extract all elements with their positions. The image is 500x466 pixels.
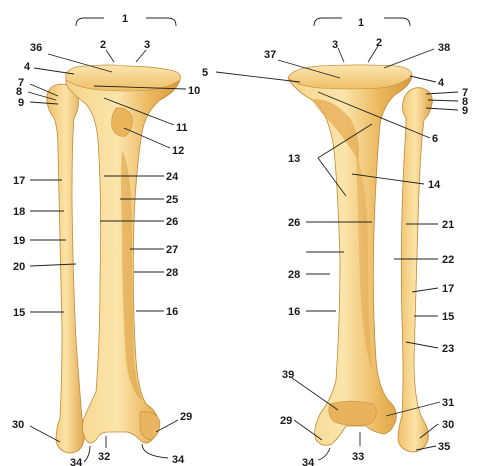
tibia-posterior-condyles (287, 64, 413, 90)
label-16-left: 16 (166, 306, 178, 318)
label-13: 13 (288, 153, 300, 165)
label-15-left: 15 (13, 307, 25, 319)
label-37: 37 (264, 49, 276, 61)
label-11: 11 (176, 122, 188, 134)
label-27: 27 (166, 244, 178, 256)
label-7-right: 7 (462, 87, 468, 99)
label-21: 21 (442, 219, 454, 231)
label-1-right: 1 (358, 17, 364, 29)
label-3-right: 3 (332, 39, 338, 51)
label-4-right: 4 (438, 77, 445, 89)
medial-malleolus-left (139, 411, 161, 441)
label-31: 31 (442, 397, 454, 409)
label-17-left: 17 (13, 175, 25, 187)
bracket-right-view (313, 17, 411, 27)
label-29-left: 29 (180, 411, 192, 423)
label-20: 20 (13, 261, 25, 273)
tibial-tuberosity (111, 107, 133, 137)
label-34-left: 34 (70, 457, 83, 466)
labels: 1 1 36 2 3 4 5 7 8 9 10 11 12 17 18 19 2… (12, 13, 468, 466)
label-19: 19 (13, 235, 25, 247)
label-14: 14 (428, 179, 441, 191)
leader-lines (27, 45, 459, 463)
tibia-anterior-shaft-shade (121, 150, 142, 400)
label-32: 32 (98, 451, 110, 463)
label-28-left: 28 (166, 267, 178, 279)
label-30-right: 30 (442, 419, 454, 431)
label-18: 18 (13, 206, 25, 218)
label-22: 22 (442, 254, 454, 266)
label-28-right: 28 (288, 269, 300, 281)
label-34-right: 34 (302, 457, 315, 466)
label-1-left: 1 (122, 13, 128, 25)
label-9-right: 9 (462, 105, 468, 117)
label-24: 24 (166, 171, 179, 183)
label-25: 25 (166, 194, 178, 206)
label-23: 23 (442, 343, 454, 355)
label-12: 12 (172, 145, 184, 157)
label-8-left: 8 (16, 86, 22, 98)
label-26-right: 26 (288, 217, 300, 229)
malleolar-groove (328, 400, 377, 426)
label-33: 33 (352, 451, 364, 463)
label-38: 38 (438, 42, 450, 54)
soleal-line-ridge (312, 99, 359, 160)
label-8-right: 8 (462, 96, 468, 108)
label-17-right: 17 (442, 283, 454, 295)
label-35: 35 (438, 441, 450, 453)
label-5: 5 (202, 67, 208, 79)
fibula-anterior (46, 83, 86, 454)
label-4-left: 4 (24, 61, 31, 73)
label-2-left: 2 (100, 39, 106, 51)
label-2-right: 2 (376, 37, 382, 49)
label-10: 10 (188, 85, 200, 97)
label-26-left: 26 (166, 216, 178, 228)
label-6: 6 (432, 133, 438, 145)
label-16-right: 16 (288, 306, 300, 318)
fibula-posterior (397, 87, 433, 453)
label-30-left: 30 (12, 419, 24, 431)
label-39: 39 (282, 369, 294, 381)
label-36: 36 (30, 42, 42, 54)
tibia-posterior (287, 64, 413, 446)
tibia-posterior-shaft-shade (356, 150, 372, 370)
label-9-left: 9 (18, 97, 24, 109)
tibia-anterior-condyles (65, 64, 181, 92)
label-34-mid: 34 (172, 454, 185, 466)
bracket-left-view (75, 17, 177, 27)
label-29-right: 29 (280, 415, 292, 427)
label-3-left: 3 (144, 39, 150, 51)
label-7-left: 7 (18, 77, 24, 89)
label-15-right: 15 (442, 311, 454, 323)
